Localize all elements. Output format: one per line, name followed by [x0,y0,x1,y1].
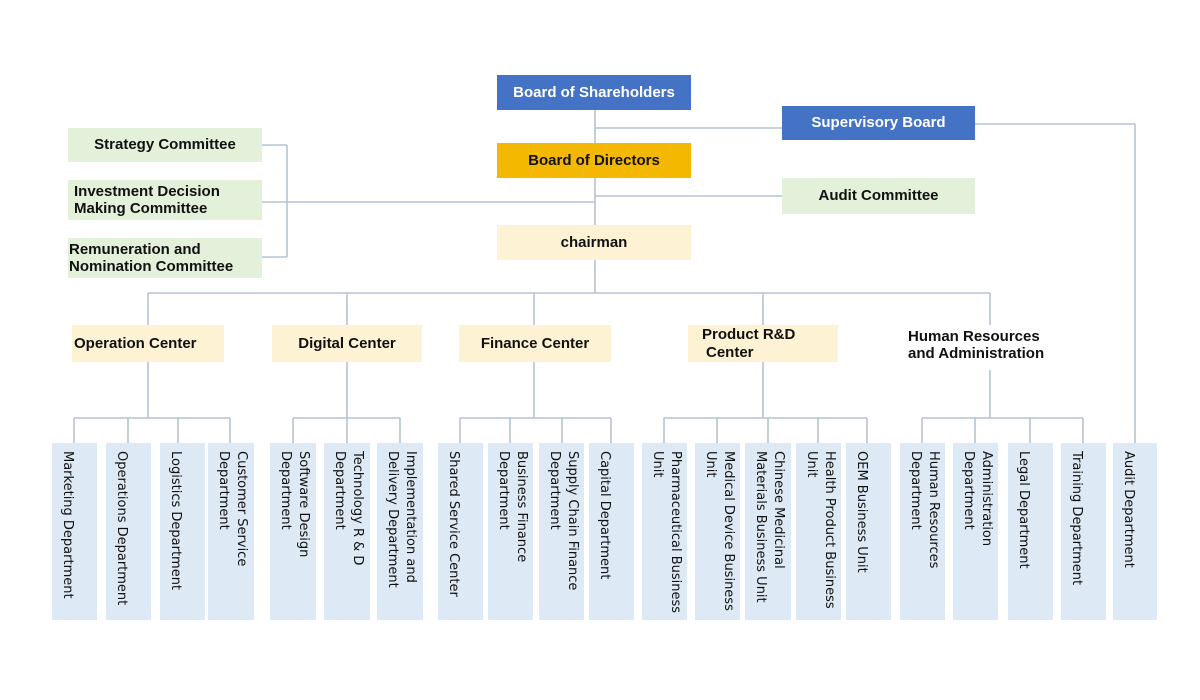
board-of-directors-label: Board of Directors [528,151,660,169]
dept-label: Marketing Department [60,451,75,599]
dept-label: OEM Business Unit [854,451,869,573]
audit-committee-label: Audit Committee [818,187,939,205]
board-of-directors-box: Board of Directors [497,143,691,178]
dept-label: Logistics Department [168,451,183,591]
dept-label: Training Department [1069,451,1084,586]
dept-label: Operations Department [114,451,129,606]
dept-software-design: Software Design Department [270,443,316,620]
investment-committee-label-line1: Investment Decision [74,182,220,200]
dept-shared-service: Shared Service Center [438,443,483,620]
dept-label: Implementation and Delivery Department [385,451,418,588]
dept-implementation-delivery: Implementation and Delivery Department [377,443,423,620]
dept-logistics: Logistics Department [160,443,205,620]
product-center-label-line1: Product R&D [702,326,796,344]
digital-center-label: Digital Center [298,334,396,352]
dept-medical-device-unit: Medical Device Business Unit [695,443,740,620]
product-rd-center-box: Product R&D Center [688,325,838,362]
dept-label: Medical Device Business Unit [703,451,736,611]
dept-oem-unit: OEM Business Unit [846,443,891,620]
dept-audit: Audit Department [1113,443,1157,620]
finance-center-label: Finance Center [480,334,590,352]
dept-marketing: Marketing Department [52,443,97,620]
dept-supply-chain-finance: Supply Chain Finance Department [539,443,584,620]
dept-label: Pharmaceutical Business Unit [650,451,683,614]
dept-pharmaceutical-unit: Pharmaceutical Business Unit [642,443,687,620]
board-of-shareholders-box: Board of Shareholders [497,75,691,110]
supervisory-board-label: Supervisory Board [811,114,946,132]
dept-label: Customer Service Department [216,451,249,567]
remuneration-committee-label-line1: Remuneration and [69,240,201,258]
board-of-shareholders-label: Board of Shareholders [513,83,675,101]
digital-center-box: Digital Center [272,325,422,362]
hr-admin-center-box: Human Resources and Administration [908,325,1083,365]
dept-training: Training Department [1061,443,1106,620]
dept-label: Audit Department [1121,451,1136,568]
dept-label: Capital Department [597,451,612,580]
audit-committee-box: Audit Committee [782,178,975,214]
finance-center-box: Finance Center [459,325,611,362]
dept-customer-service: Customer Service Department [208,443,254,620]
dept-chinese-medicinal-unit: Chinese Medicinal Materials Business Uni… [745,443,791,620]
investment-committee-label-line2: Making Committee [74,200,208,217]
product-center-label-line2: Center [706,343,754,361]
dept-label: Chinese Medicinal Materials Business Uni… [753,451,786,603]
dept-label: Business Finance Department [496,451,529,563]
dept-administration: Administration Department [953,443,998,620]
dept-label: Health Product Business Unit [804,451,837,609]
hr-center-label-line1: Human Resources [908,327,1040,345]
dept-legal: Legal Department [1008,443,1053,620]
dept-label: Administration Department [961,451,994,547]
strategy-committee-box: Strategy Committee [68,128,262,162]
dept-label: Legal Department [1016,451,1031,569]
strategy-committee-label: Strategy Committee [94,136,236,154]
chairman-label: chairman [560,233,628,251]
dept-label: Human Resources Department [908,451,941,569]
dept-health-product-unit: Health Product Business Unit [796,443,841,620]
supervisory-board-box: Supervisory Board [782,106,975,140]
operation-center-label: Operation Center [74,334,197,352]
chairman-box: chairman [497,225,691,260]
dept-human-resources: Human Resources Department [900,443,945,620]
dept-label: Supply Chain Finance Department [547,451,580,591]
dept-label: Technology R & D Department [332,451,365,566]
remuneration-committee-label-line2: Nomination Committee [69,258,234,275]
hr-center-label-line2: and Administration [908,345,1045,362]
investment-decision-committee-box: Investment Decision Making Committee [68,180,262,220]
operation-center-box: Operation Center [72,325,224,362]
remuneration-nomination-committee-box: Remuneration and Nomination Committee [68,238,262,278]
dept-operations: Operations Department [106,443,151,620]
dept-capital: Capital Department [589,443,634,620]
dept-technology-rd: Technology R & D Department [324,443,370,620]
dept-business-finance: Business Finance Department [488,443,533,620]
dept-label: Shared Service Center [446,451,461,597]
dept-label: Software Design Department [278,451,311,558]
